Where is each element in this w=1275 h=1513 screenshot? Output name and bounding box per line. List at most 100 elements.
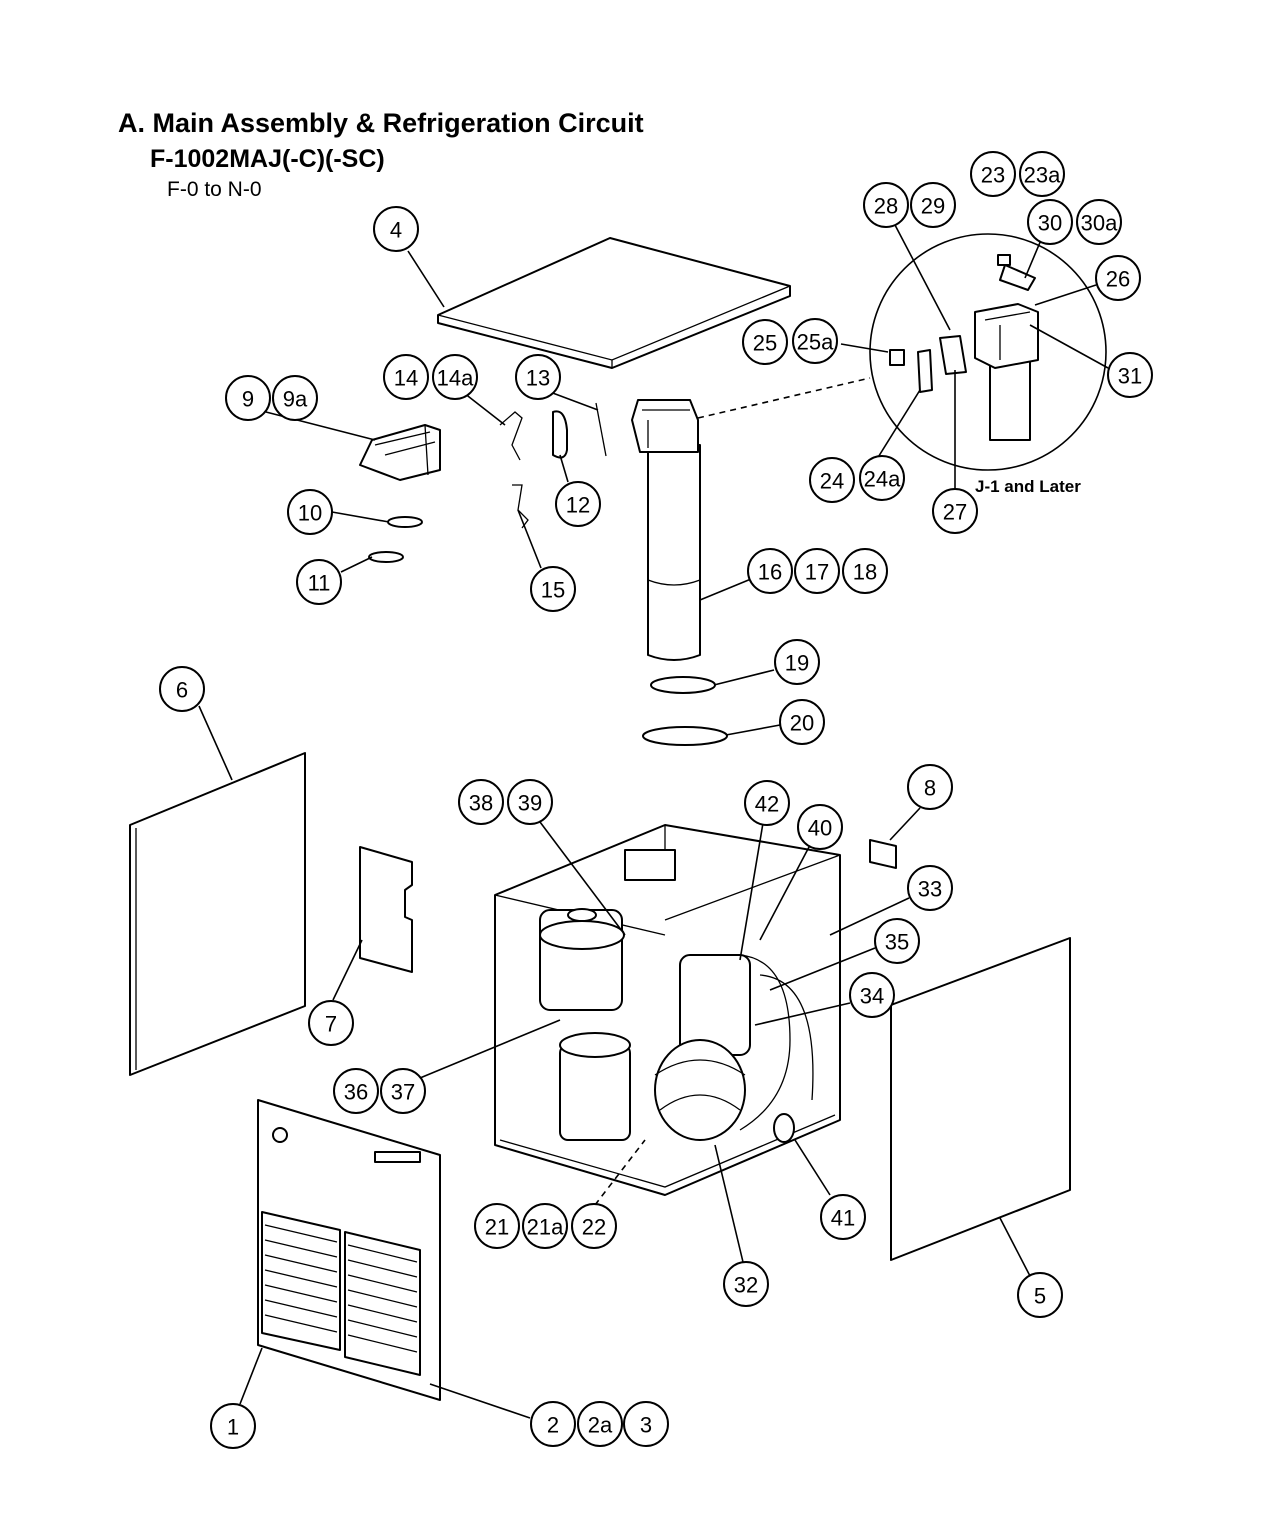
callout-circle	[747, 548, 793, 594]
callout-2a: 2a	[577, 1401, 623, 1447]
callout-circle	[723, 1261, 769, 1307]
callout-circle	[907, 764, 953, 810]
callout-4: 4	[373, 206, 419, 252]
serial-range: F-0 to N-0	[167, 178, 262, 201]
callout-14a: 14a	[432, 354, 478, 400]
callout-11: 11	[296, 559, 342, 605]
callout-number: 10	[298, 501, 322, 526]
callout-number: 16	[758, 560, 782, 585]
callout-23a: 23a	[1019, 151, 1065, 197]
callout-17: 17	[794, 548, 840, 594]
callout-35: 35	[874, 918, 920, 964]
detail-view-circle	[869, 233, 1107, 471]
callout-number: 27	[943, 500, 967, 525]
callout-number: 37	[391, 1080, 415, 1105]
callout-19: 19	[774, 639, 820, 685]
callout-circle	[296, 559, 342, 605]
callout-36: 36	[333, 1068, 379, 1114]
callout-15: 15	[530, 566, 576, 612]
callout-number: 22	[582, 1215, 606, 1240]
callout-number: 4	[390, 218, 402, 243]
callout-circle	[744, 780, 790, 826]
o-ring-10-part	[387, 516, 423, 528]
callout-number: 24	[820, 469, 844, 494]
callout-number: 28	[874, 194, 898, 219]
callout-number: 15	[541, 578, 565, 603]
callout-number: 25a	[797, 330, 834, 355]
callout-5: 5	[1017, 1272, 1063, 1318]
callout-circle	[308, 1000, 354, 1046]
callout-number: 31	[1118, 364, 1142, 389]
callout-circle	[522, 1203, 568, 1249]
callout-circle	[774, 639, 820, 685]
callout-14: 14	[383, 354, 429, 400]
callout-circle	[530, 1401, 576, 1447]
callout-21: 21	[474, 1203, 520, 1249]
callout-33: 33	[907, 865, 953, 911]
callout-7: 7	[308, 1000, 354, 1046]
callout-circle	[287, 489, 333, 535]
callout-number: 36	[344, 1080, 368, 1105]
callout-circle	[432, 354, 478, 400]
callout-20: 20	[779, 699, 825, 745]
callout-number: 35	[885, 930, 909, 955]
callout-circle	[779, 699, 825, 745]
callout-number: 14	[394, 366, 418, 391]
callout-38: 38	[458, 779, 504, 825]
callout-number: 9	[242, 387, 254, 412]
callout-30a: 30a	[1076, 199, 1122, 245]
callout-circle	[225, 375, 271, 421]
gasket-19-part	[650, 676, 716, 694]
callout-circle	[859, 455, 905, 501]
callout-number: 20	[790, 711, 814, 736]
callout-circle	[210, 1403, 256, 1449]
callout-circle	[849, 972, 895, 1018]
callout-circle	[794, 548, 840, 594]
callout-circle	[383, 354, 429, 400]
callout-21a: 21a	[522, 1203, 568, 1249]
callout-39: 39	[507, 779, 553, 825]
callout-40: 40	[797, 804, 843, 850]
callout-circle	[530, 566, 576, 612]
callout-number: 5	[1034, 1284, 1046, 1309]
callout-circle	[792, 318, 838, 364]
callout-circle	[970, 151, 1016, 197]
small-plate-part	[869, 839, 897, 869]
callout-number: 21	[485, 1215, 509, 1240]
callout-number: 8	[924, 776, 936, 801]
front-panel-part	[257, 1099, 441, 1401]
callout-circle	[1095, 255, 1141, 301]
callout-circle	[474, 1203, 520, 1249]
callout-number: 17	[805, 560, 829, 585]
callout-9: 9	[225, 375, 271, 421]
callout-8: 8	[907, 764, 953, 810]
callout-number: 19	[785, 651, 809, 676]
callout-2: 2	[530, 1401, 576, 1447]
left-side-panel-part	[129, 752, 306, 1076]
callout-circle	[380, 1068, 426, 1114]
callout-6: 6	[159, 666, 205, 712]
callout-circle	[874, 918, 920, 964]
callout-number: 24a	[864, 467, 901, 492]
ice-chute-part	[359, 424, 441, 481]
callout-number: 30a	[1081, 211, 1118, 236]
callout-number: 11	[308, 571, 331, 596]
callout-number: 39	[518, 791, 542, 816]
callout-27: 27	[932, 488, 978, 534]
callout-number: 38	[469, 791, 493, 816]
callout-circle	[577, 1401, 623, 1447]
callout-number: 6	[176, 678, 188, 703]
callout-number: 2a	[588, 1413, 613, 1438]
callout-number: 30	[1038, 211, 1062, 236]
callout-number: 26	[1106, 267, 1130, 292]
callout-41: 41	[820, 1194, 866, 1240]
callout-circle	[373, 206, 419, 252]
callout-24a: 24a	[859, 455, 905, 501]
callout-number: 14a	[437, 366, 474, 391]
callout-circle	[333, 1068, 379, 1114]
callout-circle	[507, 779, 553, 825]
callout-number: 33	[918, 877, 942, 902]
gasket-20-part	[642, 726, 728, 746]
callout-3: 3	[623, 1401, 669, 1447]
